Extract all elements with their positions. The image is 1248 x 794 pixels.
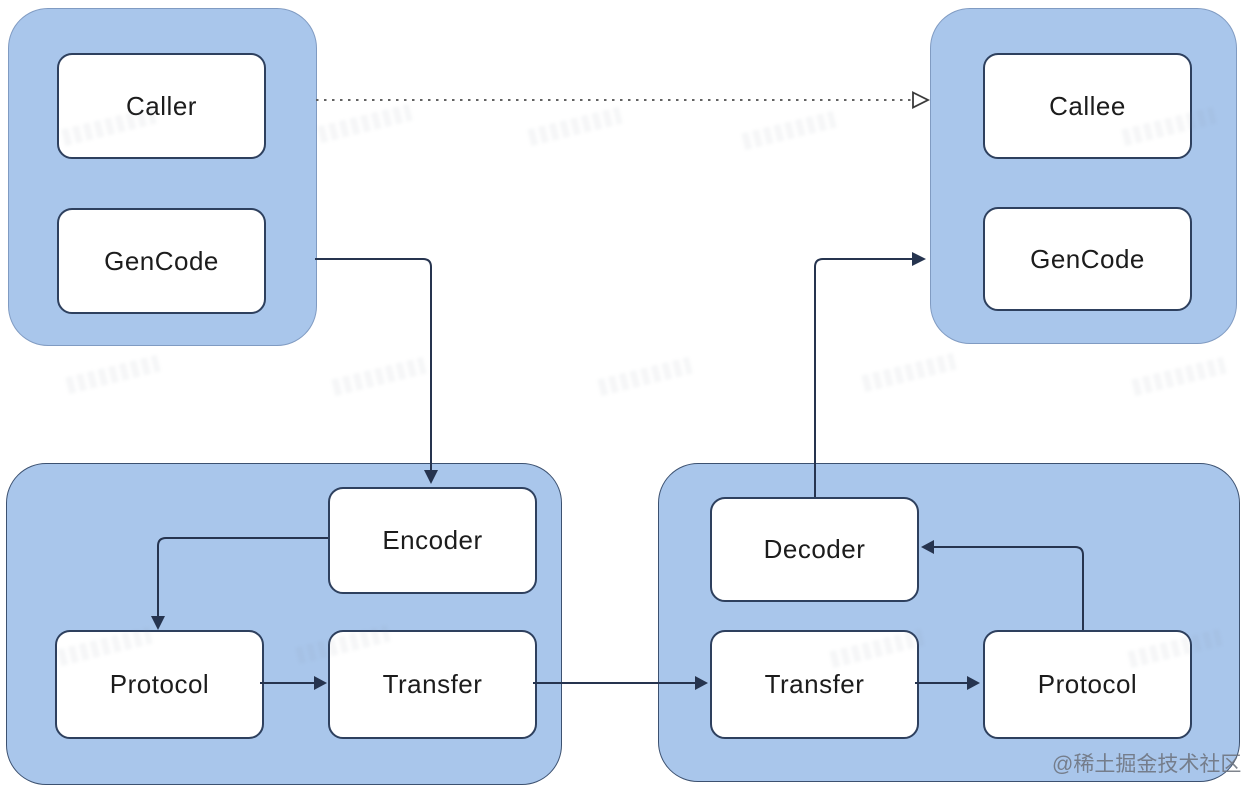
node-callee: Callee: [983, 53, 1192, 159]
site-watermark: @稀土掘金技术社区: [1052, 753, 1242, 776]
faint-watermark: [331, 356, 427, 397]
arrowhead-into-gencode: [912, 252, 926, 266]
faint-watermark: [597, 356, 693, 397]
faint-watermark: [317, 103, 413, 144]
node-transfer-receiver: Transfer: [710, 630, 919, 739]
node-gencode-callee: GenCode: [983, 207, 1192, 311]
node-decoder: Decoder: [710, 497, 919, 602]
faint-watermark: [527, 106, 623, 147]
node-caller-label: Caller: [126, 90, 197, 121]
node-transfer-sender-label: Transfer: [382, 669, 483, 699]
node-protocol-sender-label: Protocol: [109, 669, 210, 699]
node-encoder-label: Encoder: [382, 525, 483, 555]
node-protocol-receiver-label: Protocol: [1037, 669, 1138, 699]
node-protocol-receiver: Protocol: [983, 630, 1192, 739]
node-gencode-caller: GenCode: [57, 208, 266, 314]
node-callee-label: Callee: [1049, 90, 1126, 121]
node-protocol-sender: Protocol: [55, 630, 264, 739]
faint-watermark: [861, 352, 957, 393]
node-transfer-sender: Transfer: [328, 630, 537, 739]
node-transfer-receiver-label: Transfer: [764, 669, 865, 699]
faint-watermark: [65, 354, 161, 395]
node-encoder: Encoder: [328, 487, 537, 594]
faint-watermark: [1131, 356, 1227, 397]
node-caller: Caller: [57, 53, 266, 159]
open-arrowhead-into-callee: [912, 91, 931, 109]
faint-watermark: [741, 110, 837, 151]
node-gencode-callee-label: GenCode: [1030, 243, 1145, 274]
node-gencode-caller-label: GenCode: [104, 245, 219, 276]
node-decoder-label: Decoder: [763, 534, 866, 564]
